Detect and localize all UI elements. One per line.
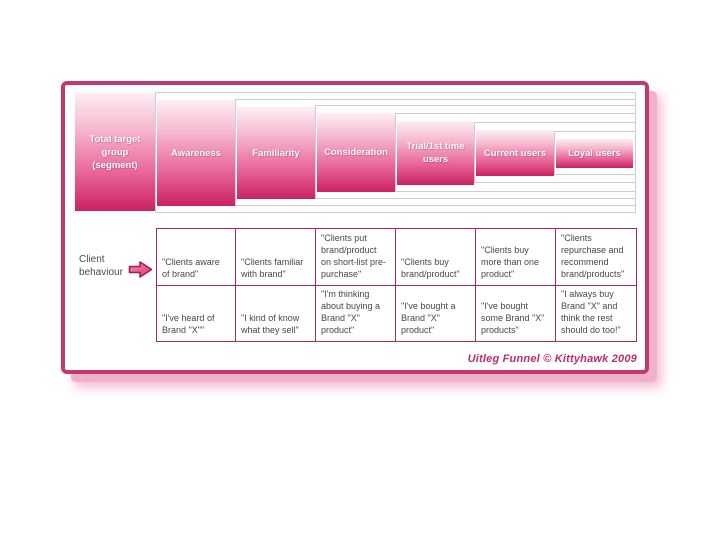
table-cell: "Clients buy more than one product" <box>476 229 556 286</box>
table-cell: "Clients repurchase and recommend brand/… <box>556 229 636 286</box>
funnel-stage-awareness: Awareness <box>157 100 235 206</box>
client-behaviour-label: Client behaviour <box>79 254 123 278</box>
table-cell: "I kind of know what they sell" <box>236 286 316 341</box>
table-cell: "I've heard of Brand "X"" <box>157 286 236 341</box>
behaviour-table: "Clients aware of brand" "Clients famili… <box>156 228 637 342</box>
block-arrow-right-icon <box>128 261 153 278</box>
funnel-stage-loyal-users: Loyal users <box>556 139 633 168</box>
table-cell: "Clients familiar with brand" <box>236 229 316 286</box>
table-cell: "I've bought a Brand "X" product" <box>396 286 476 341</box>
funnel-stage-current-users: Current users <box>476 130 554 176</box>
slide: Total target group (segment) Awareness F… <box>61 81 649 374</box>
funnel-stage-trial-first-time-users: Trial/1st time users <box>397 121 474 185</box>
table-cell: "I'm thinking about buying a Brand "X" p… <box>316 286 396 341</box>
funnel-stage-familiarity: Familiarity <box>237 107 315 199</box>
table-cell: "I always buy Brand "X" and think the re… <box>561 289 621 335</box>
funnel-stage-consideration: Consideration <box>317 113 395 192</box>
table-cell: "I've bought some Brand "X" products" <box>476 286 556 341</box>
table-cell: "Clients buy brand/product" <box>396 229 476 286</box>
slide-caption: Uitleg Funnel © Kittyhawk 2009 <box>467 353 637 365</box>
table-cell: "Clients put brand/product on short-list… <box>316 229 396 286</box>
table-cell: "Clients aware of brand" <box>157 229 236 286</box>
funnel-stage-total-target-group: Total target group (segment) <box>75 93 155 211</box>
